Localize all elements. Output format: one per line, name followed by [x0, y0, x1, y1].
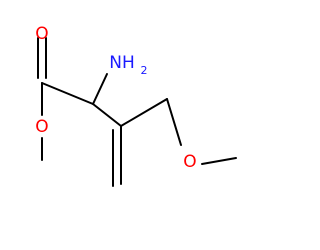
ester-oxygen-label: O [35, 117, 48, 137]
bond-vinyl-methylene [120, 98, 168, 127]
bonds [37, 37, 237, 187]
amino-group-subscript: 2 [141, 64, 148, 77]
bond-carbonyl-alpha [41, 82, 94, 105]
carbonyl-oxygen-label: O [35, 24, 48, 44]
atom-labels: O O NH 2 O [35, 24, 196, 172]
bond-alpha-vinyl [92, 103, 122, 127]
bond-alpha-amino [92, 73, 108, 105]
chemical-structure: O O NH 2 O [35, 24, 237, 187]
bond-methylene-ether-oxygen [166, 98, 182, 146]
bond-ether-oxygen-methyl [201, 157, 237, 165]
ether-oxygen-label: O [183, 152, 196, 172]
amino-group-label: NH [109, 53, 135, 73]
